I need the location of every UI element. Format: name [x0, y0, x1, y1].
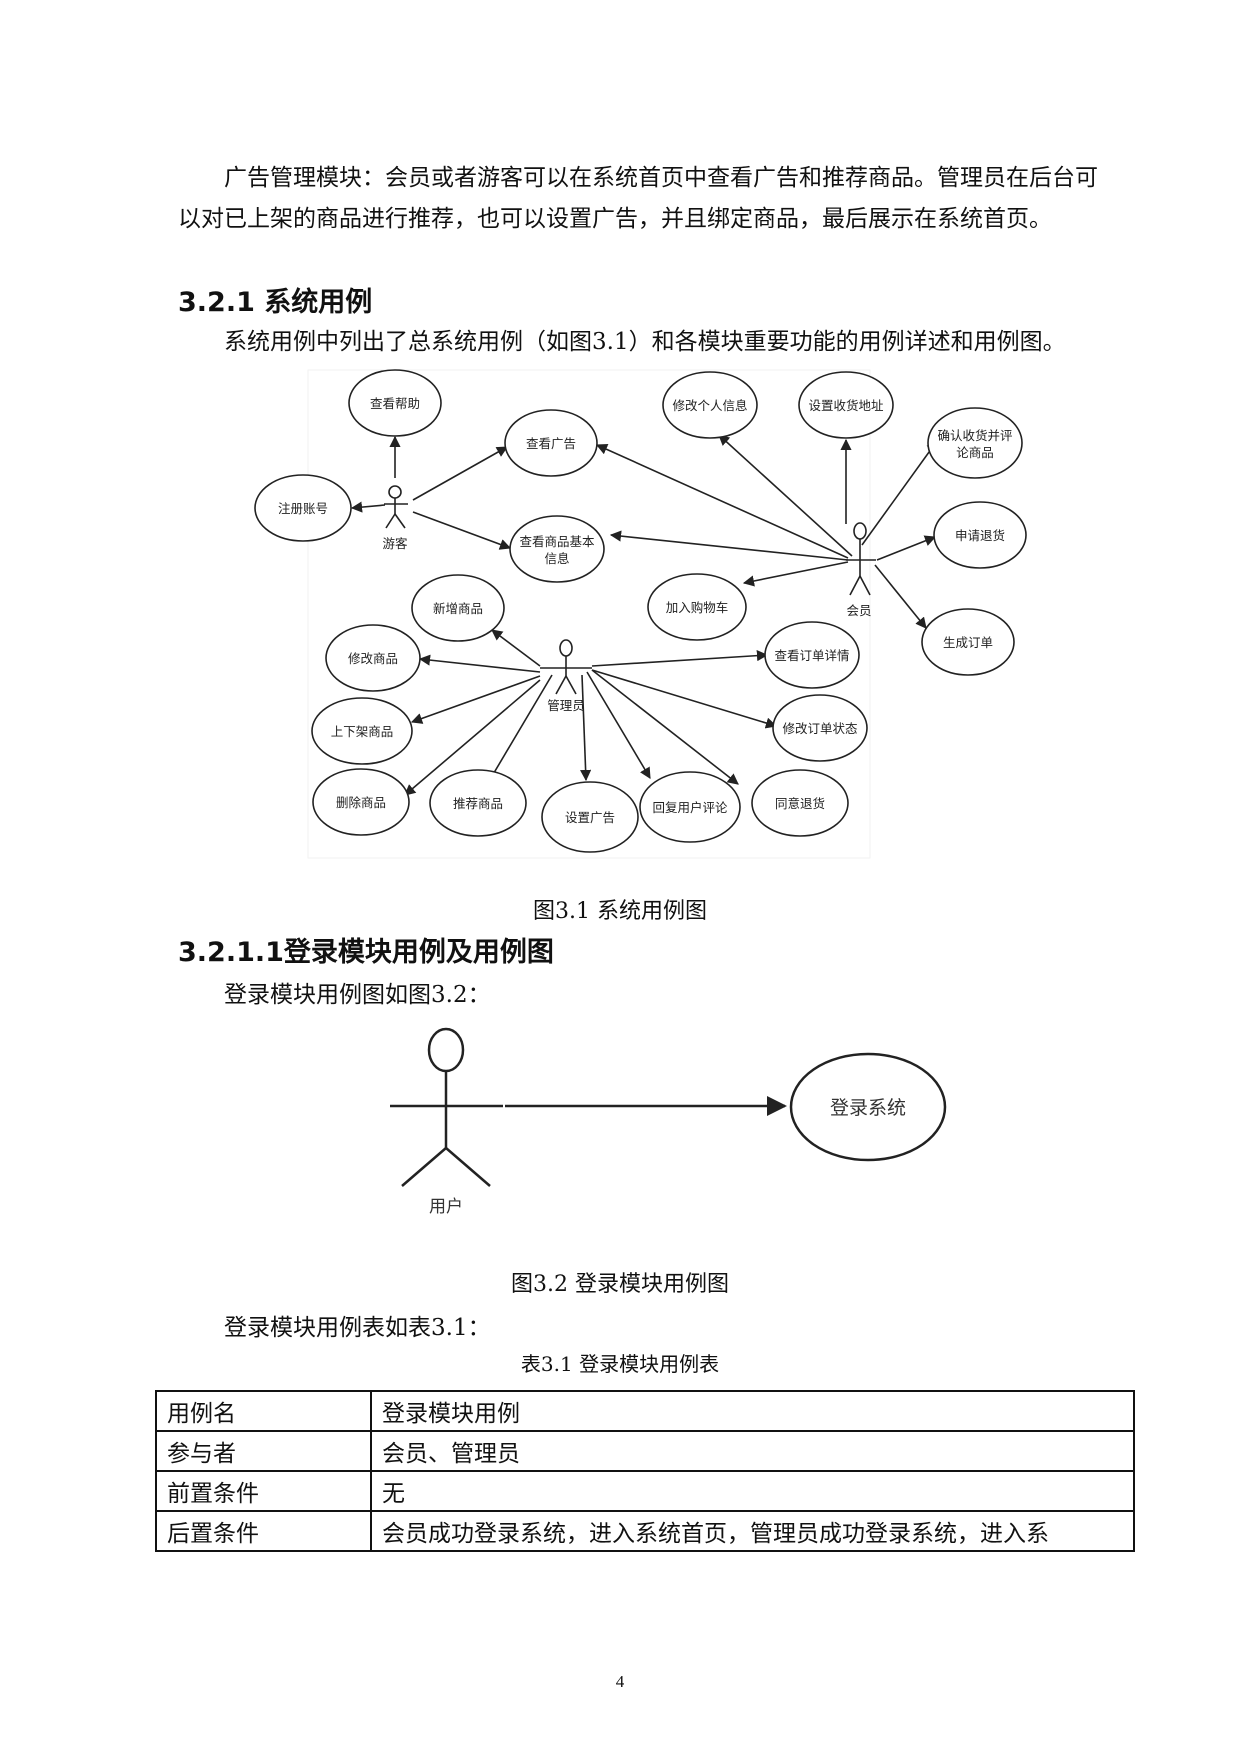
edge-member-cart — [742, 561, 849, 587]
table-key: 前置条件 — [155, 1470, 372, 1512]
actor-admin — [540, 639, 592, 695]
uc-recommend-goods — [429, 769, 527, 837]
intro-paragraph: 广告管理模块：会员或者游客可以在系统首页中查看广告和推荐商品。管理员在后台可以对… — [178, 158, 1118, 240]
uc-apply-return — [933, 501, 1027, 569]
edge-admin-delete — [404, 679, 541, 796]
actor-user-label: 用户 — [429, 1197, 463, 1217]
uc-set-address — [798, 371, 894, 439]
uc-login — [789, 1052, 947, 1162]
uc-reply-comments-label: 回复用户评论 — [652, 800, 728, 815]
uc-edit-goods-label: 修改商品 — [348, 651, 398, 666]
uc-add-cart-label: 加入购物车 — [666, 600, 729, 615]
table-intro: 登录模块用例表如表3.1： — [224, 1315, 491, 1341]
uc-shelf-goods — [311, 697, 413, 765]
table-value: 会员成功登录系统，进入系统首页，管理员成功登录系统，进入系 — [370, 1510, 1135, 1552]
edge-visitor-goods — [412, 511, 512, 550]
uc-view-ads-label: 查看广告 — [526, 436, 576, 451]
uc-confirm-review-label-1: 确认收货并评 — [937, 428, 1012, 443]
uc-view-help — [348, 369, 442, 437]
table-key: 后置条件 — [155, 1510, 372, 1552]
uc-create-order — [921, 608, 1015, 676]
uc-confirm-review — [927, 407, 1023, 479]
uc-set-address-label: 设置收货地址 — [808, 398, 884, 413]
uc-recommend-goods-label: 推荐商品 — [453, 796, 503, 811]
table-value: 无 — [370, 1470, 1135, 1512]
uc-view-goods-label-2: 信息 — [544, 551, 569, 566]
uc-register — [254, 474, 352, 542]
edge-member-ads — [595, 444, 849, 559]
uc-order-detail — [764, 621, 860, 689]
uc-view-ads — [504, 409, 598, 477]
actor-user — [390, 1027, 503, 1187]
actor-visitor-label: 游客 — [382, 536, 408, 551]
uc-order-status-label: 修改订单状态 — [782, 721, 857, 736]
section-heading: 3.2.1 系统用例 — [178, 287, 373, 318]
login-use-case-table: 用例名 登录模块用例 参与者 会员、管理员 前置条件 无 后置条件 会员成功登录… — [155, 1390, 1135, 1552]
uc-reply-comments — [639, 771, 741, 843]
uc-edit-goods — [325, 624, 421, 692]
actor-admin-label: 管理员 — [547, 698, 585, 713]
edge-admin-reply — [586, 671, 651, 779]
uc-set-ads — [541, 781, 639, 853]
uc-create-order-label: 生成订单 — [943, 635, 993, 650]
table-row: 前置条件 无 — [155, 1470, 1135, 1512]
uc-view-goods-label-1: 查看商品基本 — [519, 534, 595, 549]
uc-delete-goods — [312, 768, 410, 836]
uc-confirm-review-label-2: 论商品 — [956, 445, 994, 460]
system-use-case-diagram: 查看帮助 查看广告 注册账号 查看商品基本 信息 修改个人信息 设置收货地址 确… — [254, 369, 1027, 859]
subsection-heading: 3.2.1.1登录模块用例及用例图 — [178, 937, 554, 968]
uc-add-cart — [647, 573, 747, 641]
table-value: 会员、管理员 — [370, 1430, 1135, 1472]
edge-member-return — [876, 535, 937, 561]
page-number: 4 — [615, 1672, 625, 1691]
table-caption: 表3.1 登录模块用例表 — [520, 1352, 720, 1376]
edge-admin-ads — [580, 674, 592, 782]
actor-member — [846, 522, 876, 596]
uc-login-label: 登录系统 — [830, 1097, 906, 1119]
uc-approve-return — [751, 769, 849, 837]
login-use-case-diagram: 登录系统 用户 — [390, 1027, 947, 1217]
uc-order-status — [772, 694, 868, 762]
table-row: 后置条件 会员成功登录系统，进入系统首页，管理员成功登录系统，进入系 — [155, 1510, 1135, 1552]
uc-apply-return-label: 申请退货 — [955, 528, 1005, 543]
actor-member-label: 会员 — [846, 603, 871, 618]
uc-register-label: 注册账号 — [278, 501, 328, 516]
edge-member-review — [861, 440, 938, 546]
diagram-frame — [307, 369, 871, 859]
intro-paragraph-text: 广告管理模块：会员或者游客可以在系统首页中查看广告和推荐商品。管理员在后台可以对… — [178, 165, 1098, 232]
edge-admin-shelf — [410, 675, 541, 724]
table-key: 用例名 — [155, 1390, 372, 1432]
edge-admin-edit — [418, 654, 541, 673]
table-row: 参与者 会员、管理员 — [155, 1430, 1135, 1472]
edge-admin-status — [591, 669, 778, 729]
table-value: 登录模块用例 — [370, 1390, 1135, 1432]
uc-set-ads-label: 设置广告 — [565, 810, 615, 825]
uc-view-help-label: 查看帮助 — [370, 396, 420, 411]
uc-add-goods-label: 新增商品 — [433, 601, 483, 616]
uc-view-goods — [509, 515, 605, 583]
edge-visitor-register — [350, 501, 386, 513]
uc-add-goods — [411, 574, 505, 642]
uc-approve-return-label: 同意退货 — [775, 796, 825, 811]
edge-member-goods — [609, 530, 849, 561]
edge-member-profile — [718, 434, 853, 557]
table-key: 参与者 — [155, 1430, 372, 1472]
figure2-caption: 图3.2 登录模块用例图 — [511, 1272, 729, 1297]
uc-edit-profile-label: 修改个人信息 — [672, 398, 747, 413]
table-row: 用例名 登录模块用例 — [155, 1390, 1135, 1432]
edge-member-order — [874, 564, 927, 629]
subsection-text: 登录模块用例图如图3.2： — [224, 982, 491, 1008]
uc-order-detail-label: 查看订单详情 — [774, 648, 849, 663]
edge-admin-detail — [591, 650, 769, 667]
edge-admin-add — [491, 629, 541, 667]
edge-admin-approve — [591, 669, 739, 785]
section-text: 系统用例中列出了总系统用例（如图3.1）和各模块重要功能的用例详述和用例图。 — [224, 329, 1066, 355]
actor-visitor — [384, 485, 408, 529]
figure1-caption: 图3.1 系统用例图 — [533, 899, 707, 924]
uc-edit-profile — [662, 371, 758, 439]
edge-visitor-ads — [412, 446, 508, 501]
uc-delete-goods-label: 删除商品 — [336, 795, 386, 810]
uc-shelf-goods-label: 上下架商品 — [331, 724, 394, 739]
